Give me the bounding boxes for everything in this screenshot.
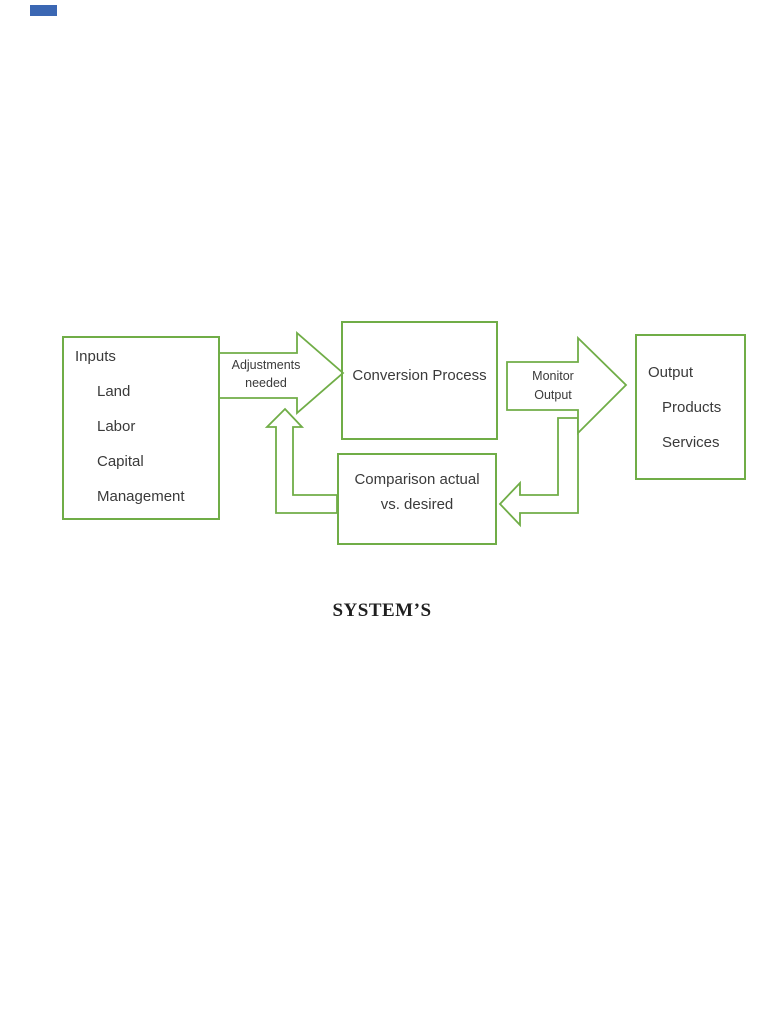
inputs-box (62, 336, 220, 520)
output-item-services: Services (662, 434, 720, 451)
comparison-box (337, 453, 497, 545)
inputs-item-labor: Labor (97, 418, 136, 435)
feedback-up-arrow (264, 407, 338, 514)
output-item-products: Products (662, 399, 722, 416)
conversion-process-box (341, 321, 498, 440)
monitor-line1: Monitor (532, 369, 574, 383)
output-title: Output (648, 364, 694, 381)
monitor-arrow-label: Monitor Output (508, 367, 598, 405)
adjustments-arrow-label: Adjustments needed (218, 356, 314, 392)
inputs-item-land: Land (97, 383, 131, 400)
comparison-line2: vs. desired (380, 496, 454, 513)
monitor-line2: Output (534, 388, 572, 402)
adjustments-arrow-shape (218, 331, 345, 415)
comparison-label: Comparison actual vs. desired (337, 467, 497, 517)
inputs-item-capital: Capital (97, 453, 144, 470)
output-box (635, 334, 746, 480)
comparison-line1: Comparison actual (354, 471, 480, 488)
monitor-arrow-shape (506, 335, 628, 436)
page-title: SYSTEM’S (332, 600, 432, 621)
adjustments-line1: Adjustments (231, 358, 301, 372)
conversion-process-label: Conversion Process (352, 367, 487, 384)
inputs-title: Inputs (75, 348, 116, 365)
blue-marker (30, 5, 57, 16)
inputs-item-management: Management (97, 488, 185, 505)
feedback-left-arrow (498, 417, 579, 528)
output-list: Output Products Services (648, 355, 721, 460)
inputs-list: Inputs Land Labor Capital Management (75, 339, 185, 514)
adjustments-line2: needed (245, 376, 287, 390)
